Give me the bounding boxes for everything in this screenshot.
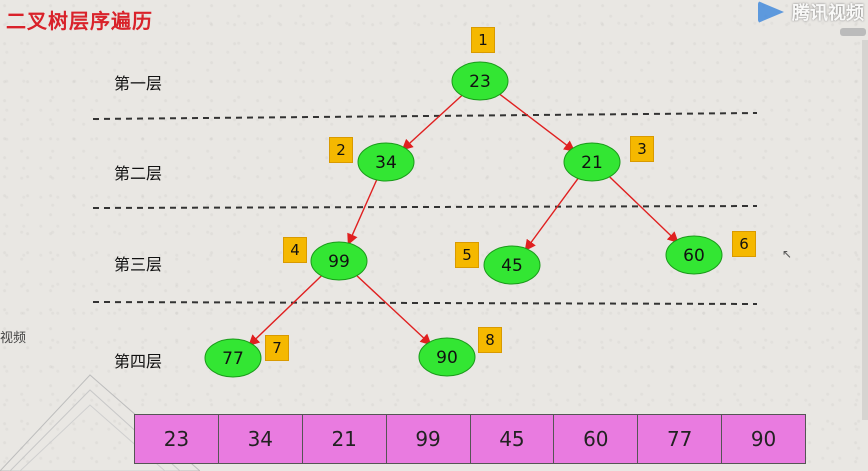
array-cell: 77 — [638, 415, 723, 463]
level-label-2: 第二层 — [114, 164, 163, 183]
tree-node-value: 77 — [222, 349, 244, 369]
order-badge: 1 — [471, 27, 495, 53]
scrollbar[interactable] — [862, 40, 868, 420]
tree-node-value: 45 — [501, 256, 523, 276]
order-badge: 5 — [455, 242, 479, 268]
tree-node — [310, 241, 368, 281]
array-cell: 21 — [303, 415, 387, 463]
array-cell: 45 — [471, 415, 555, 463]
level-label-4: 第四层 — [114, 352, 163, 371]
level-label-1: 第一层 — [114, 74, 163, 93]
tree-node — [665, 235, 723, 275]
level-divider — [92, 301, 758, 305]
page-title: 二叉树层序遍历 — [6, 9, 153, 33]
tree-node-value: 23 — [469, 72, 491, 92]
tree-edge — [401, 92, 466, 151]
tree-node-value: 60 — [683, 246, 705, 266]
tree-edge — [606, 173, 679, 244]
order-badge: 2 — [329, 137, 353, 163]
order-badge: 3 — [630, 136, 654, 162]
order-badge: 6 — [732, 231, 756, 257]
tree-node-value: 99 — [328, 252, 350, 272]
video-logo: 腾讯视频 — [758, 0, 868, 24]
tree-node — [204, 338, 262, 378]
tree-node — [418, 337, 476, 377]
tree-node — [357, 142, 415, 182]
array-cell: 60 — [554, 415, 639, 463]
tree-edge — [524, 175, 581, 252]
cursor-icon: ↖ — [782, 247, 793, 261]
logo-text: 腾讯视频 — [792, 3, 864, 24]
order-badge: 8 — [478, 327, 502, 353]
traversal-array: 23 34 21 99 45 60 77 90 — [134, 414, 806, 464]
array-cell: 90 — [750, 427, 777, 451]
level-divider — [92, 205, 758, 209]
tree-node-value: 34 — [375, 153, 397, 173]
side-text: 视频 — [0, 331, 27, 346]
tree-node — [451, 61, 509, 101]
tree-edge — [248, 272, 325, 347]
tree-node-value: 90 — [436, 348, 458, 368]
array-cell: 23 — [135, 415, 219, 463]
tree-edge — [347, 177, 379, 246]
tree-node — [563, 142, 621, 182]
scroll-thumb[interactable] — [840, 28, 866, 36]
tree-edge — [495, 90, 576, 152]
level-label-3: 第三层 — [114, 255, 163, 274]
level-divider — [92, 112, 758, 120]
tree-node — [483, 245, 541, 285]
tree-node-value: 21 — [581, 153, 603, 173]
array-cell: 34 — [219, 415, 303, 463]
array-cell: 99 — [387, 415, 471, 463]
tree-edge — [353, 272, 432, 346]
order-badge: 7 — [265, 335, 289, 361]
order-badge: 4 — [283, 237, 307, 263]
